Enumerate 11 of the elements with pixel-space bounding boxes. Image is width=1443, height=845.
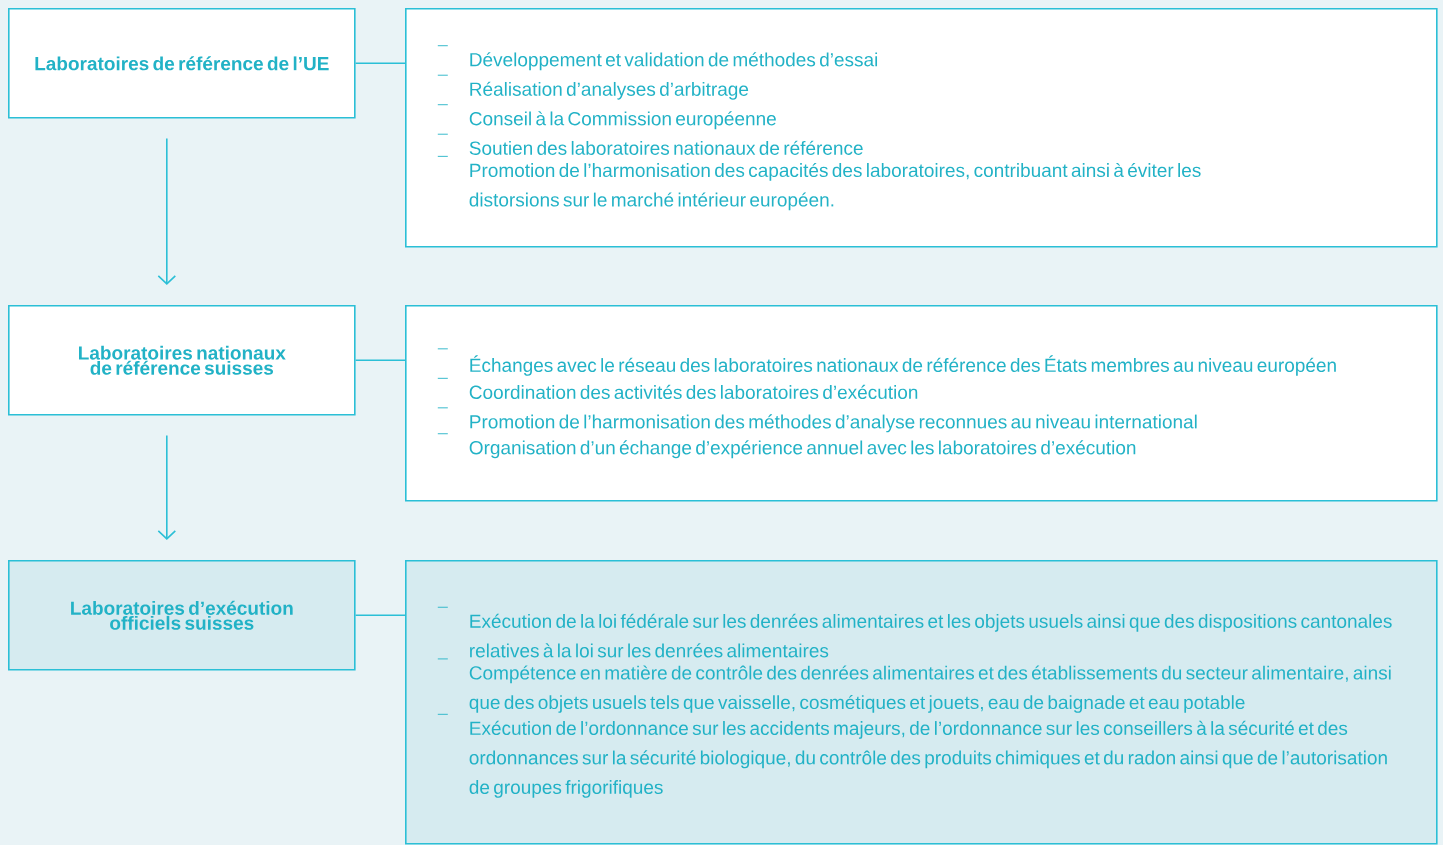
list-box: Échanges avec le réseau des laboratoires nationaux de référence des États membres au niveau européen Coordination des activités des laboratoires d’exécution Promotion de l’harmonisation des méthodes d’analyse reconnues au niveau international Organisation d’un échange d’expérience annuel avec les laboratoires d’exécution	[405, 305, 1438, 502]
list-box: Exécution de la loi fédérale sur les denrées alimentaires et les objets usuels ainsi que des dispositions cantonales relatives à la loi sur les denrées alimentaires Compétence en matière de contrôle des denrées alimentaires et des établissements du secteur alimentaire, ainsi que des objets usuels tels que vaisselle, cosmétiques et jouets, eau de baignade et eau potable Exécution de l’ordonnance sur les accidents majeurs, de l’ordonnance sur les conseillers à la sécurité et des ordonnances sur la sécurité biologique, du contrôle des produits chimiques et du radon ainsi que de l’autorisation de groupes frigorifiques	[405, 560, 1438, 845]
list-box: Développement et validation de méthodes d’essai Réalisation d’analyses d’arbitrage Conseil à la Commission européenne Soutien des laboratoires nationaux de référence Promotion de l’harmonisation des capacités des laboratoires, contribuant ainsi à éviter les distorsions sur le marché intérieur européen.	[405, 8, 1438, 248]
connector-line	[354, 359, 406, 362]
connector-line	[354, 614, 406, 617]
title-box: Laboratoires nationaux de référence suisses	[8, 305, 356, 416]
arrow	[157, 137, 177, 285]
arrow	[157, 434, 177, 540]
title-box: Laboratoires d’exécution officiels suisses	[8, 560, 356, 671]
title-box: Laboratoires de référence de l’UE	[8, 8, 356, 119]
connector-line	[354, 62, 406, 65]
